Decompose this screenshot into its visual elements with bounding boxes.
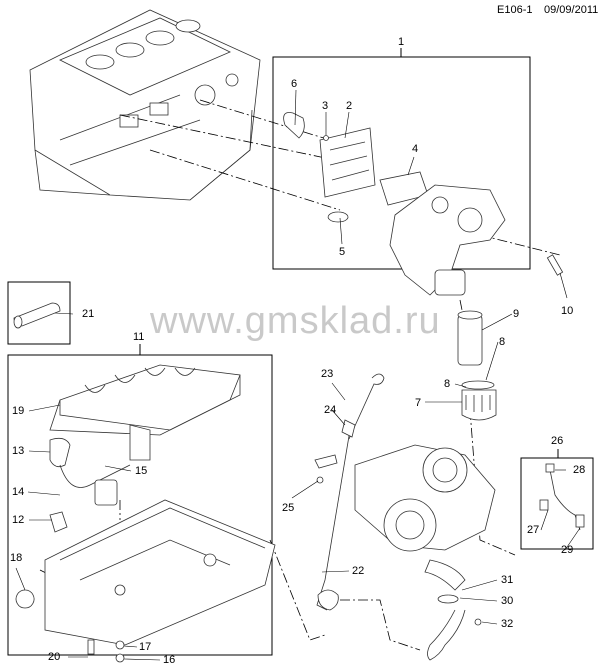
callout-22: 22 xyxy=(352,565,365,577)
callout-9: 9 xyxy=(513,308,520,320)
diagram-code: E106-1 xyxy=(497,4,533,16)
callout-2: 2 xyxy=(346,100,353,112)
part-10-bolt xyxy=(546,254,564,276)
part-19-windage-tray xyxy=(49,364,241,436)
callout-29: 29 xyxy=(561,544,574,556)
callout-17: 17 xyxy=(139,641,152,653)
callout-4: 4 xyxy=(412,143,419,155)
part-9-filter xyxy=(457,314,483,366)
oil-return-pipe xyxy=(427,609,466,661)
part-18-plug xyxy=(15,589,35,609)
part-30-oring xyxy=(437,594,459,604)
callout-27: 27 xyxy=(527,524,540,536)
callout-5: 5 xyxy=(339,246,346,258)
callout-26: 26 xyxy=(551,435,564,447)
turbocharger xyxy=(354,444,496,661)
callout-11: 11 xyxy=(133,331,145,343)
part-13-sensor xyxy=(49,437,71,468)
callout-12: 12 xyxy=(12,514,25,526)
callout-30: 30 xyxy=(501,595,514,607)
callout-6: 6 xyxy=(291,78,298,90)
oil-feed-pipe-detail xyxy=(539,463,585,531)
watermark: www.gmsklad.ru xyxy=(150,300,441,342)
callout-1: 1 xyxy=(398,36,405,48)
callout-15: 15 xyxy=(135,465,148,477)
oil-pan-group xyxy=(15,364,276,663)
engine-block xyxy=(29,9,261,201)
part-16-plug xyxy=(115,653,125,663)
callout-8a: 8 xyxy=(444,378,451,390)
part-5-oring xyxy=(327,211,349,223)
group-box-21 xyxy=(7,281,71,345)
oil-filter-group xyxy=(457,310,497,421)
callout-32: 32 xyxy=(501,618,514,630)
callout-25: 25 xyxy=(282,502,295,514)
part-22-tube xyxy=(316,429,351,611)
callout-7: 7 xyxy=(415,397,422,409)
oil-cooler-assembly xyxy=(283,112,564,296)
callout-3: 3 xyxy=(322,100,329,112)
part-7-cap xyxy=(461,389,497,421)
part-23-dipstick xyxy=(348,373,385,440)
part-20-bolt xyxy=(87,639,95,655)
part-8-oring xyxy=(461,380,495,390)
part-6-gasket xyxy=(283,112,305,139)
oil-pan xyxy=(44,499,276,646)
callout-18: 18 xyxy=(10,552,23,564)
callout-24: 24 xyxy=(324,404,337,416)
callout-16: 16 xyxy=(163,654,176,666)
callout-23: 23 xyxy=(321,368,334,380)
group-box-26 xyxy=(520,457,594,550)
callout-20: 20 xyxy=(48,651,61,663)
diagram-date: 09/09/2011 xyxy=(544,4,599,16)
part-14-tube xyxy=(59,464,131,488)
part-32-bolt xyxy=(474,618,482,626)
callout-8b: 8 xyxy=(499,336,506,348)
callout-14: 14 xyxy=(12,486,25,498)
part-17-washer xyxy=(115,640,125,650)
dipstick-group xyxy=(314,373,385,611)
callout-10: 10 xyxy=(561,305,574,317)
callout-28: 28 xyxy=(573,464,586,476)
callout-31: 31 xyxy=(501,574,514,586)
callout-21: 21 xyxy=(82,308,95,320)
part-12-clip xyxy=(49,511,68,533)
callout-13: 13 xyxy=(12,445,25,457)
callout-19: 19 xyxy=(12,405,25,417)
part-25-bracket xyxy=(314,454,338,469)
part-21 xyxy=(13,302,61,329)
